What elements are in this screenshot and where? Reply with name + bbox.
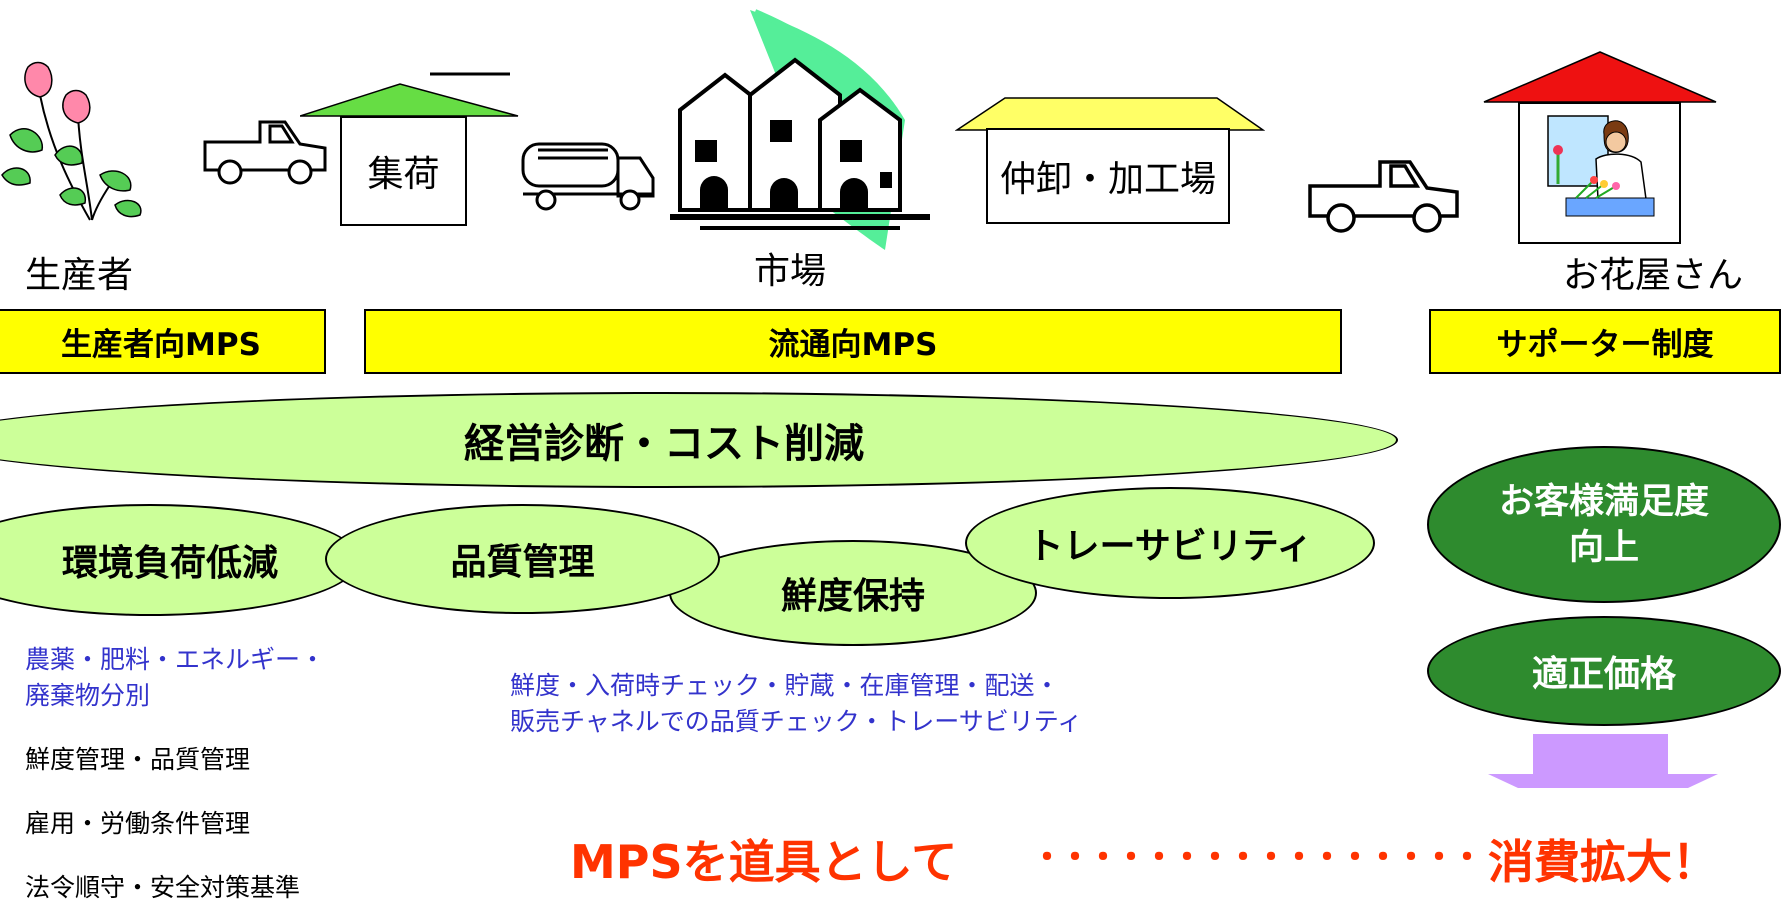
satisfaction-line1: お客様満足度	[1498, 481, 1709, 522]
pickup-truck-icon	[203, 120, 327, 185]
florist-label: お花屋さん	[1563, 255, 1744, 296]
down-arrow-icon	[1488, 734, 1718, 788]
satisfaction-oval: お客様満足度 向上	[1427, 446, 1781, 603]
rose-icon	[1, 61, 142, 221]
management-oval: 経営診断・コスト削減	[0, 392, 1398, 488]
slogan-dots: ・・・・・・・・・・・・・・・・	[1030, 838, 1484, 878]
producer-mps-bar: 生産者向MPS	[0, 309, 326, 374]
distribution-note: 鮮度・入荷時チェック・貯蔵・在庫管理・配送・ 販売チャネルでの品質チェック・トレ…	[510, 668, 1082, 740]
wholesale-label: 仲卸・加工場	[986, 128, 1230, 224]
market-label: 市場	[754, 251, 827, 292]
slogan-right: 消費拡大！	[1488, 835, 1718, 889]
producer-note-line1: 農薬・肥料・エネルギー・	[25, 645, 326, 674]
producer-note-line2: 廃棄物分別	[25, 681, 151, 710]
florist-woman-icon	[1547, 115, 1655, 217]
fair-price-oval: 適正価格	[1427, 616, 1781, 726]
producer-environment-note: 農薬・肥料・エネルギー・ 廃棄物分別	[25, 642, 325, 714]
producer-note-item: 雇用・労働条件管理	[25, 809, 251, 838]
tanker-truck-icon	[521, 142, 655, 211]
environment-oval: 環境負荷低減	[0, 504, 360, 616]
distribution-mps-bar: 流通向MPS	[364, 309, 1342, 374]
satisfaction-line2: 向上	[1568, 527, 1639, 568]
producer-note-item: 鮮度管理・品質管理	[25, 745, 251, 774]
distribution-note-line2: 販売チャネルでの品質チェック・トレーサビリティ	[510, 707, 1083, 736]
producer-note-item: 法令順守・安全対策基準	[25, 873, 301, 902]
market-houses-icon	[670, 9, 930, 250]
distribution-note-line1: 鮮度・入荷時チェック・貯蔵・在庫管理・配送・	[510, 671, 1060, 700]
traceability-oval: トレーサビリティ	[965, 487, 1375, 599]
producer-label: 生産者	[25, 255, 134, 296]
collection-label: 集荷	[340, 116, 467, 226]
supporter-bar: サポーター制度	[1429, 309, 1781, 374]
quality-oval: 品質管理	[325, 504, 720, 614]
pickup-truck-icon	[1308, 160, 1459, 233]
collection-roof-icon	[300, 72, 519, 117]
slogan-left: MPSを道具として	[570, 835, 958, 889]
florist-roof-icon	[1483, 51, 1717, 103]
